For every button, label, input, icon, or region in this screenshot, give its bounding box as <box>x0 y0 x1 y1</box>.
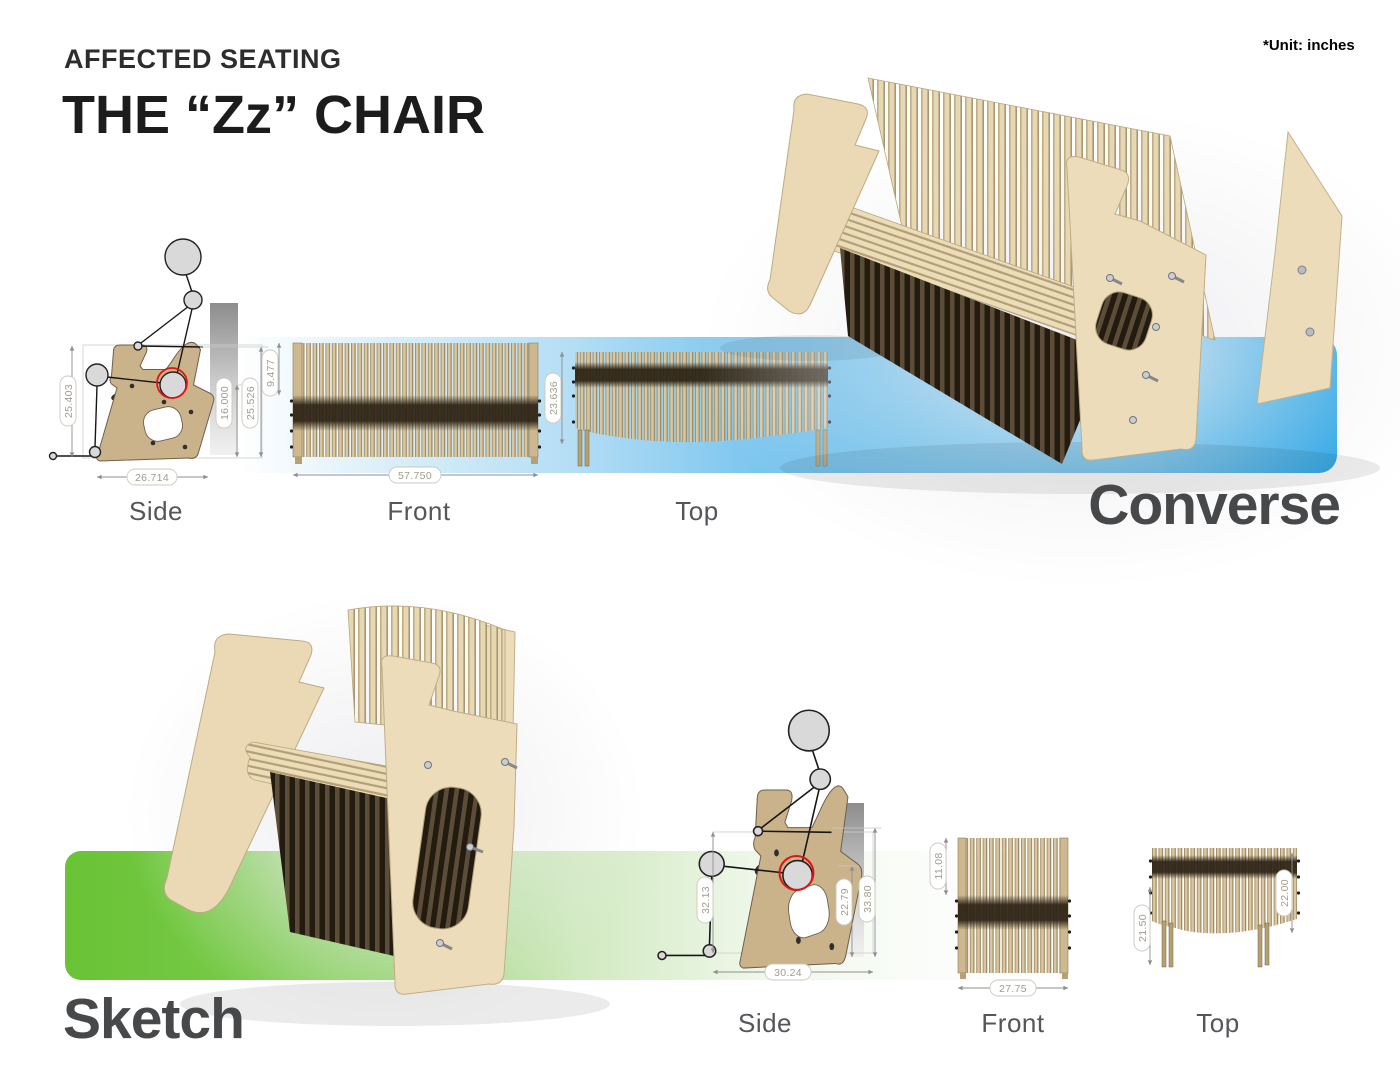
backrest-shadow-band <box>1152 855 1297 879</box>
panel-cutout <box>412 786 482 930</box>
seat-shadow-band <box>293 395 538 431</box>
kicker: AFFECTED SEATING <box>64 44 342 74</box>
sketch-name: Sketch <box>63 987 245 1051</box>
unit-note: *Unit: inches <box>1263 37 1355 54</box>
dimension-pill: 57.750 <box>388 466 442 484</box>
dim-backrest-above-seat: 9.477 <box>265 359 277 387</box>
dimension-pill: 33.80 <box>858 875 876 923</box>
converse-front-label: Front <box>387 496 451 526</box>
left-side-panel <box>767 93 880 315</box>
seat-shadow-band <box>958 895 1068 930</box>
sketch-top-label: Top <box>1196 1008 1240 1038</box>
panel-cutout <box>1095 291 1153 351</box>
dimension-pill: 30.24 <box>764 963 812 981</box>
screws <box>1106 272 1185 424</box>
dim-seat-height: 16.000 <box>219 386 231 420</box>
dim-back-height: 25.403 <box>63 384 75 418</box>
dimension-pill: 16.000 <box>215 377 233 429</box>
converse-front-view: 9.477 57.750 <box>261 342 542 484</box>
dim-back-height: 32.13 <box>700 886 712 914</box>
converse-render <box>700 77 1400 588</box>
dim-top-depth-left: 21.50 <box>1137 914 1149 942</box>
sketch-front-label: Front <box>981 1008 1045 1038</box>
dimension-pill: 9.477 <box>261 349 279 397</box>
underseat-slats <box>270 772 427 962</box>
dimension-pill: 25.526 <box>241 377 259 429</box>
dim-depth: 30.24 <box>774 967 802 979</box>
legs <box>1161 920 1270 968</box>
dim-top-depth: 23.636 <box>548 381 560 415</box>
bolts <box>954 899 1072 950</box>
sketch-side-label: Side <box>737 1008 793 1038</box>
ground-shadow <box>780 442 1380 494</box>
sketch-render <box>125 592 645 1032</box>
chair-profile <box>96 341 215 462</box>
dimension-pill: 27.75 <box>989 979 1037 997</box>
dim-total-height: 25.526 <box>245 386 257 420</box>
sketch-front-view: 11.08 27.75 <box>929 837 1072 997</box>
page-title: THE “Zz” CHAIR <box>62 85 485 145</box>
bolts <box>289 399 542 449</box>
ground-shadow <box>180 982 610 1026</box>
dim-backrest-above-seat: 11.08 <box>933 853 945 880</box>
dim-depth: 26.714 <box>135 472 169 484</box>
dim-width: 57.750 <box>398 470 432 482</box>
sketch-side-view: 32.13 30.24 22.79 33.80 <box>657 709 882 981</box>
dimension-pill: 22.00 <box>1275 869 1293 917</box>
dimension-pill: 22.79 <box>835 878 853 926</box>
dimension-pill: 32.13 <box>696 876 714 924</box>
converse-name: Converse <box>1088 473 1341 537</box>
dim-top-depth-right: 22.00 <box>1279 879 1291 907</box>
converse-side-label: Side <box>128 496 184 526</box>
dimension-pill: 25.403 <box>59 375 77 427</box>
dimension-pill: 11.08 <box>929 842 947 890</box>
dim-seat-height: 22.79 <box>839 888 851 916</box>
sketch-top-view: 21.50 22.00 <box>1133 848 1301 968</box>
screws <box>424 758 518 951</box>
underseat-slats <box>840 248 1108 464</box>
dimension-pill: 23.636 <box>544 372 562 424</box>
dim-width: 27.75 <box>999 983 1027 995</box>
dim-total-height: 33.80 <box>862 885 874 913</box>
converse-side-view: 25.403 26.714 16.000 25.526 <box>48 238 268 486</box>
rear-bolts <box>1297 265 1315 337</box>
dimension-pill: 26.714 <box>126 468 178 486</box>
converse-top-label: Top <box>675 496 719 526</box>
dimension-pill: 21.50 <box>1133 904 1151 952</box>
